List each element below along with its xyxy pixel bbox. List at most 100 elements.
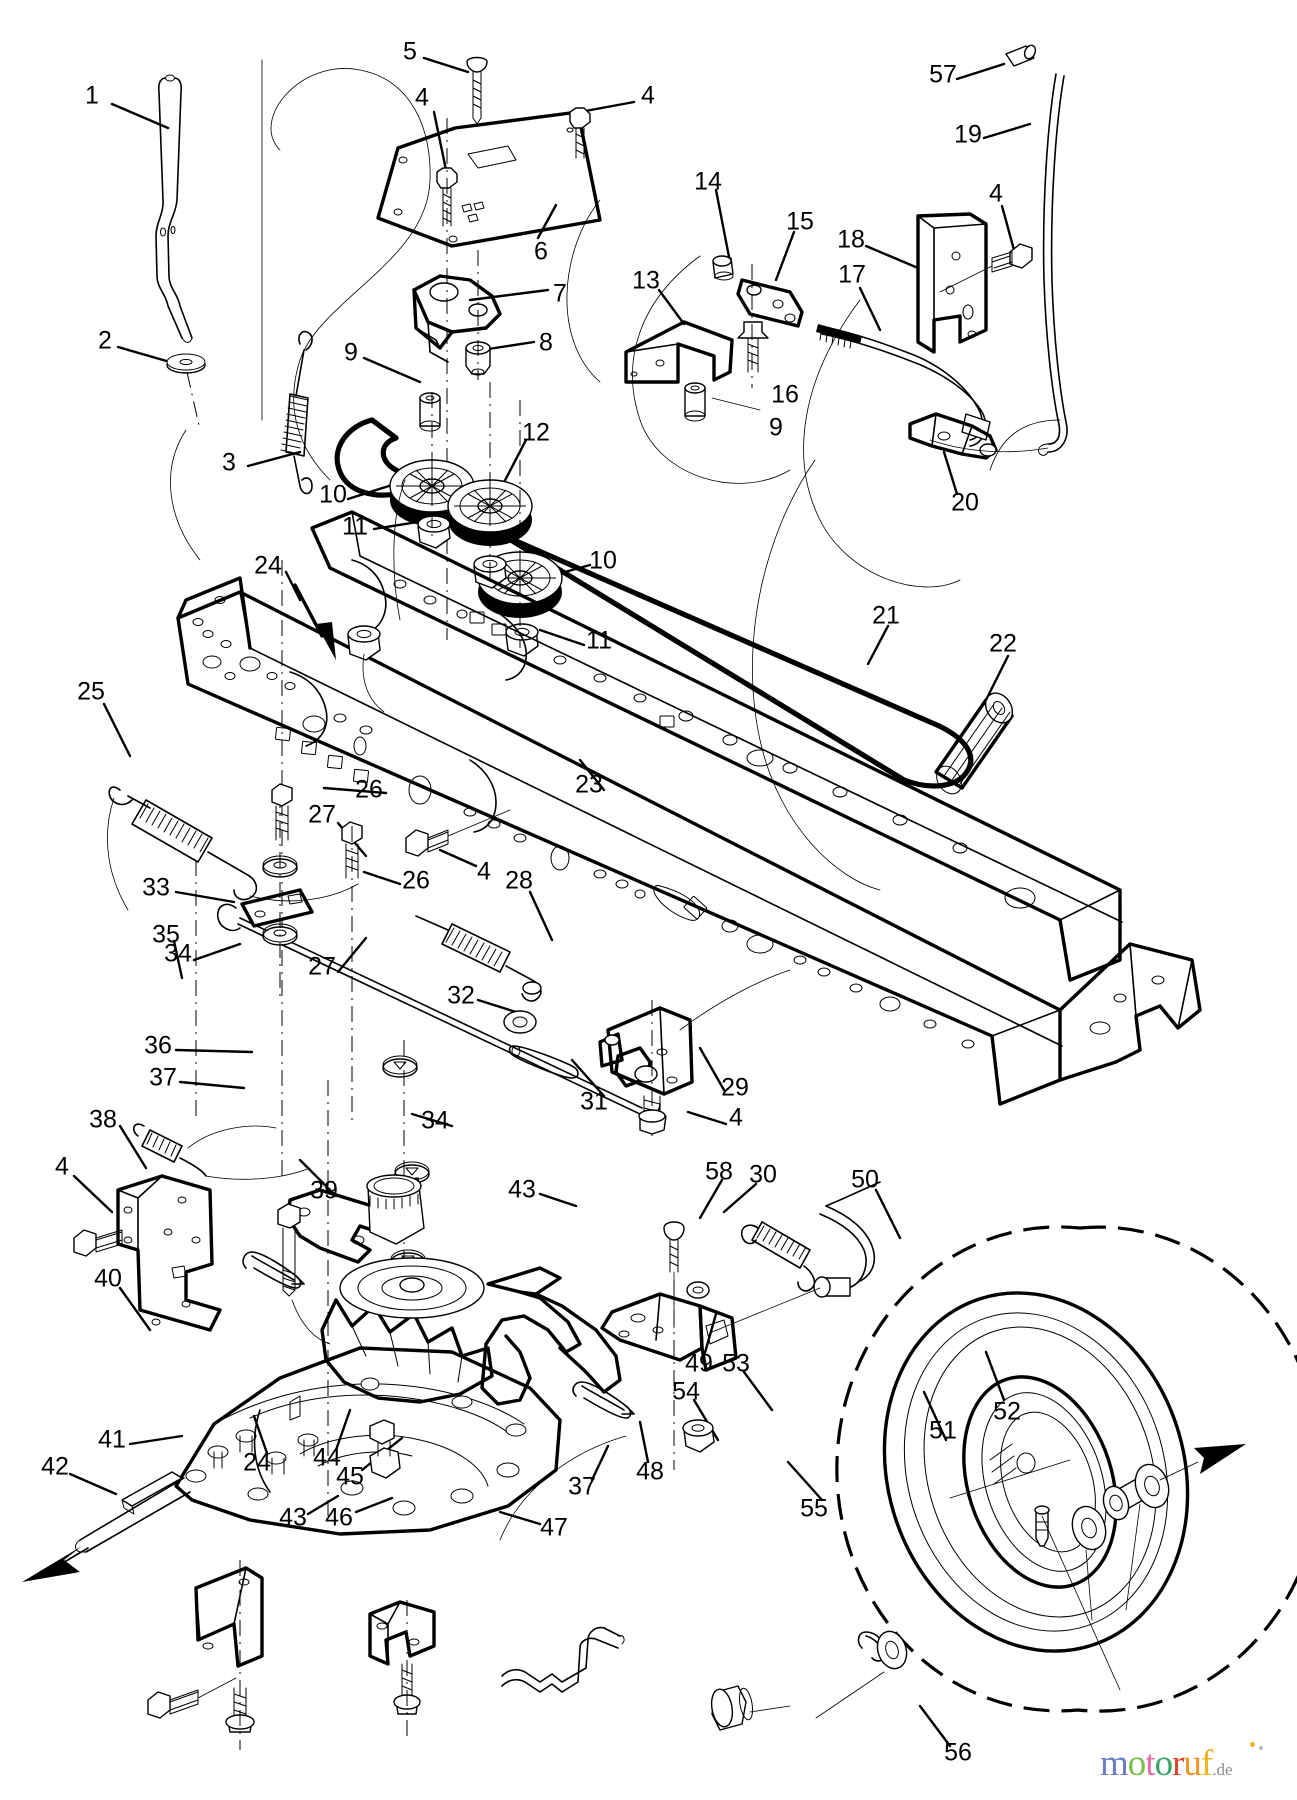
callout-number-39: 39 [310,1176,338,1205]
callout-number-15: 15 [786,207,814,236]
part-17-rod-assembly [816,324,991,447]
callout-number-57: 57 [929,60,957,89]
part-51-52-bearing-spacer [1071,1444,1246,1621]
watermark-letter-4: r [1172,1743,1184,1784]
watermark-dot-gold [1250,1742,1255,1747]
part-22-knurled-roller [934,692,1014,795]
callout-number-33: 33 [142,873,170,902]
part-47-rod [501,1626,625,1693]
callout-number-14: 14 [694,167,722,196]
part-3-extension-spring [280,330,313,495]
part-45-bracket [368,1600,436,1666]
callout-number-4: 4 [477,857,491,886]
callout-number-49: 49 [685,1349,713,1378]
part-28-extension-spring [415,915,542,1002]
callout-number-4: 4 [415,83,429,112]
part-34-washer-arm-a [382,1055,418,1078]
callout-number-32: 32 [447,981,475,1010]
callout-number-22: 22 [989,629,1017,658]
part-37-clip-upper [242,1251,305,1289]
callout-number-35: 35 [152,920,180,949]
callout-number-38: 38 [89,1105,117,1134]
part-49-pedal-assembly [480,1266,738,1406]
callout-number-9: 9 [344,338,358,367]
callout-number-4: 4 [55,1152,69,1181]
callout-number-24: 24 [243,1448,271,1477]
callout-number-7: 7 [553,279,567,308]
watermark-letter-3: o [1154,1743,1173,1784]
part-6-mounting-plate [376,110,602,248]
callout-number-43: 43 [279,1503,307,1532]
part-23-frame-rail-upper [310,510,1123,982]
part-57-cap [1005,44,1037,67]
part-9-spacer-left [419,392,441,432]
part-4-hex-bolt-right [569,107,591,159]
part-55-hub-cap [710,1685,754,1731]
callout-number-26: 26 [355,775,383,804]
callout-number-37: 37 [149,1063,177,1092]
part-13-bracket [624,320,734,384]
callout-number-11: 11 [342,512,368,541]
callout-number-9: 9 [769,413,783,442]
part-44-fan-pulley [320,1174,494,1404]
callout-number-54: 54 [672,1377,700,1406]
callout-number-43: 43 [508,1175,536,1204]
part-4-hex-bolt-bracket18 [991,243,1033,273]
callout-number-12: 12 [522,418,550,447]
callout-number-3: 3 [222,448,236,477]
part-40-key-and-axle [75,1471,191,1553]
part-26-flange-nut [347,625,381,661]
callout-number-27: 27 [308,952,336,981]
watermark-letter-1: o [1127,1743,1146,1784]
callout-number-45: 45 [336,1462,364,1491]
watermark-dot-gray [1259,1746,1263,1750]
part-54-flange-nut [682,1419,715,1453]
callout-number-11: 11 [586,626,612,655]
callout-number-41: 41 [98,1425,126,1454]
callout-number-10: 10 [319,480,347,509]
callout-number-4: 4 [641,81,655,110]
part-20-lever [908,412,998,460]
part-25-extension-spring [108,786,258,901]
part-24-frame-rail-main [176,576,1202,1106]
part-15-trunnion [736,278,804,328]
part-5-screw [466,56,488,125]
part-26-bolt-a [271,783,293,841]
watermark-letter-0: m [1100,1743,1129,1784]
part-1-shift-rod [155,74,193,343]
callout-number-28: 28 [505,866,533,895]
part-16-screw [737,321,769,373]
callout-number-44: 44 [313,1443,341,1472]
part-38-bracket [116,1174,222,1332]
callout-number-4: 4 [729,1103,743,1132]
callout-number-30: 30 [749,1160,777,1189]
part-11-locknut-upper [417,515,451,549]
part-41-bracket [194,1566,264,1668]
part-19-rod [1037,73,1068,456]
callout-number-17: 17 [838,260,866,289]
watermark-suffix: .de [1212,1760,1233,1779]
callout-number-27: 27 [308,800,336,829]
leader-lines [68,56,1032,1748]
part-33-plate [240,888,314,928]
part-29-pivot-bracket [598,1006,694,1096]
motoruf-watermark: motoruf.de [1100,1742,1263,1788]
callout-number-55: 55 [800,1494,828,1523]
callout-number-47: 47 [540,1513,568,1542]
callout-number-4: 4 [989,179,1003,208]
callout-number-1: 1 [85,81,99,110]
watermark-letter-5: u [1183,1743,1201,1784]
callout-number-48: 48 [636,1457,664,1486]
callout-number-34: 34 [421,1106,449,1135]
callout-number-25: 25 [77,677,105,706]
callout-number-10: 10 [589,546,617,575]
callout-number-56: 56 [944,1738,972,1767]
callout-number-46: 46 [325,1503,353,1532]
callout-number-29: 29 [721,1073,749,1102]
part-50-tire-assembly [835,1225,1297,1713]
callout-number-42: 42 [41,1452,69,1481]
callout-number-53: 53 [722,1349,750,1378]
callout-number-2: 2 [98,326,112,355]
part-44-transaxle [174,1346,562,1536]
